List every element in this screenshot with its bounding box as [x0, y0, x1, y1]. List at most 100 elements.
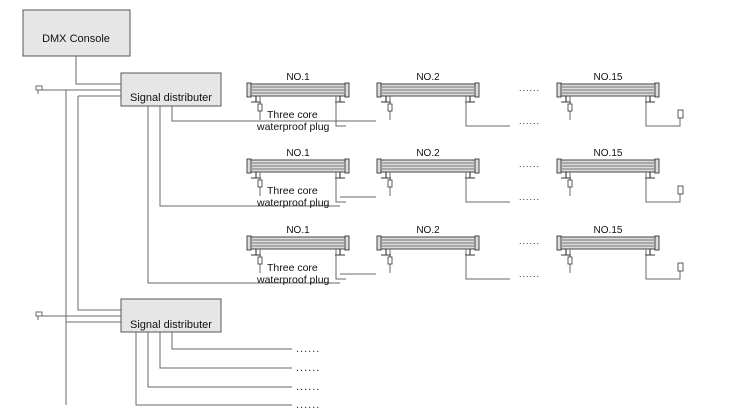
waterproof-plug-icon	[567, 256, 573, 265]
continuation-dots-3: ......	[296, 381, 320, 393]
signal-distributor-2-label: Signal distributer	[130, 319, 212, 331]
light-bar-endcap	[654, 82, 660, 98]
signal-distributor-2: Signal distributer	[120, 298, 222, 333]
trunk-wiring	[42, 56, 121, 405]
mounting-bracket-icon	[335, 96, 345, 103]
fixture-output-cable	[335, 172, 346, 203]
daisy-chain-cable	[652, 194, 681, 203]
fixture-number-label: NO.2	[416, 225, 440, 236]
fixture-number-label: NO.15	[594, 72, 623, 83]
light-bar-endcap	[474, 235, 480, 251]
light-bar-endcap	[246, 82, 252, 98]
light-bar-endcap	[376, 235, 382, 251]
waterproof-plug-icon	[387, 179, 393, 188]
light-bar-endcap	[556, 82, 562, 98]
fixture-output-cable	[645, 96, 656, 127]
gap-dots: ......	[519, 83, 540, 93]
daisy-chain-cable	[652, 118, 681, 127]
mounting-bracket-icon	[465, 172, 475, 179]
light-bar-fixture: NO.15	[556, 225, 660, 280]
end-dots: ......	[519, 192, 540, 202]
continuation-dots: ...... ...... ...... ......	[296, 343, 320, 411]
mounting-bracket-icon	[465, 96, 475, 103]
fixture-number-label: NO.2	[416, 72, 440, 83]
gap-dots: ......	[519, 236, 540, 246]
light-bar-fixture: NO.15	[556, 72, 660, 127]
distributor-1-branches	[147, 106, 340, 284]
plug-label-line2: waterproof plug	[256, 274, 330, 286]
fixture-output-cable	[465, 96, 476, 127]
waterproof-plug-icon	[387, 103, 393, 112]
waterproof-plug-icon	[257, 103, 263, 112]
end-plug-icon	[677, 185, 684, 195]
light-bar-fixture: NO.2	[376, 225, 480, 280]
light-bar-endcap	[344, 235, 350, 251]
fixture-output-cable	[335, 96, 346, 127]
gap-dots: ......	[519, 159, 540, 169]
fixture-number-label: NO.15	[594, 225, 623, 236]
light-bar-endcap	[344, 158, 350, 174]
fixture-number-label: NO.1	[286, 225, 310, 236]
end-dots: ......	[519, 116, 540, 126]
light-bar-fixture: NO.2	[376, 72, 480, 127]
light-bar-endcap	[556, 235, 562, 251]
input-plug-icon	[35, 311, 43, 320]
mounting-bracket-icon	[465, 249, 475, 256]
end-plug-icon	[677, 109, 684, 119]
light-bar-endcap	[344, 82, 350, 98]
mounting-bracket-icon	[645, 172, 655, 179]
signal-distributor-1: Signal distributer	[120, 72, 222, 107]
light-bar-endcap	[246, 235, 252, 251]
dmx-console: DMX Console	[22, 9, 131, 57]
light-bar-endcap	[376, 82, 382, 98]
light-bar-endcap	[376, 158, 382, 174]
daisy-chain-cable	[652, 271, 681, 280]
light-bar-endcap	[474, 158, 480, 174]
end-plug-icon	[677, 262, 684, 272]
light-bar-endcap	[556, 158, 562, 174]
plug-label-line2: waterproof plug	[256, 197, 330, 209]
fixture-output-cable	[465, 249, 476, 280]
light-bar-fixture: NO.1	[246, 72, 350, 127]
continuation-dots-1: ......	[296, 343, 320, 355]
light-bar-fixture: NO.1	[246, 148, 350, 203]
dmx-console-label: DMX Console	[42, 33, 110, 45]
mounting-bracket-icon	[645, 249, 655, 256]
light-bar-endcap	[654, 235, 660, 251]
input-plug-icon	[35, 85, 43, 94]
signal-distributor-1-label: Signal distributer	[130, 92, 212, 104]
plug-label-line2: waterproof plug	[256, 121, 330, 133]
plug-label-line1: Three core	[267, 185, 318, 197]
mounting-bracket-icon	[335, 249, 345, 256]
fixture-output-cable	[335, 249, 346, 280]
end-dots: ......	[519, 269, 540, 279]
waterproof-plug-icon	[567, 103, 573, 112]
mounting-bracket-icon	[645, 96, 655, 103]
plug-label-line1: Three core	[267, 109, 318, 121]
continuation-dots-4: ......	[296, 399, 320, 411]
fixture-output-cable	[645, 172, 656, 203]
distributor-2-branches	[135, 332, 292, 406]
light-bar-fixture: NO.1	[246, 225, 350, 280]
fixture-number-label: NO.1	[286, 148, 310, 159]
waterproof-plug-icon	[257, 256, 263, 265]
light-bar-endcap	[246, 158, 252, 174]
fixture-number-label: NO.2	[416, 148, 440, 159]
waterproof-plug-icon	[257, 179, 263, 188]
plug-label-line1: Three core	[267, 262, 318, 274]
fixture-number-label: NO.1	[286, 72, 310, 83]
light-bar-endcap	[474, 82, 480, 98]
light-bar-fixture: NO.15	[556, 148, 660, 203]
light-bar-endcap	[654, 158, 660, 174]
fixture-output-cable	[645, 249, 656, 280]
waterproof-plug-icon	[567, 179, 573, 188]
waterproof-plug-icon	[387, 256, 393, 265]
fixture-output-cable	[465, 172, 476, 203]
fixture-number-label: NO.15	[594, 148, 623, 159]
continuation-dots-2: ......	[296, 362, 320, 374]
